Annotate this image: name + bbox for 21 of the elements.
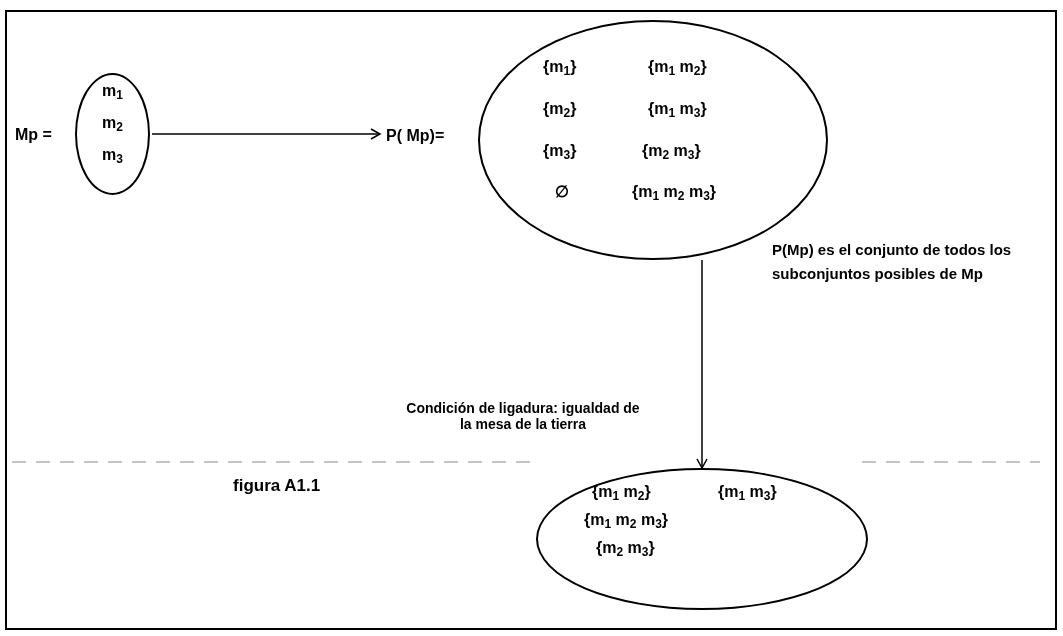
set-element: {m$_{1}$ m$_{3}$} [648,99,707,119]
set-element: {m$_{1}$ m$_{2}$ m$_{3}$} [632,182,717,202]
note-text: P(Mp) es el conjunto de todos los subconjuntos posibles de Mp [772,240,1013,284]
set-element: {m$_{1}$ m$_{2}$} [648,57,707,77]
set-element: {m$_{2}$} [543,99,577,119]
set-label: Mp = [15,125,52,145]
set-element: {m$_{3}$} [543,141,577,161]
set-element: {m$_{1}$ m$_{2}$ m$_{3}$} [584,510,669,530]
set-element: m$_{1}$ [101,81,124,101]
set-element: {m$_{2}$ m$_{3}$} [596,538,655,558]
set-element: {m$_{1}$} [543,57,577,77]
arrow [151,128,381,140]
set-element: {m$_{1}$ m$_{3}$} [718,482,777,502]
set-element: m$_{2}$ [101,113,124,133]
set-element: {m$_{1}$ m$_{2}$} [592,482,651,502]
set-element: m$_{3}$ [101,145,124,165]
arrow [696,259,708,469]
set-label: P( Mp)= [386,126,445,146]
figure-caption: figura A1.1 [233,475,321,497]
set-element: {m$_{2}$ m$_{3}$} [642,141,701,161]
set-element: ∅ [555,182,569,202]
